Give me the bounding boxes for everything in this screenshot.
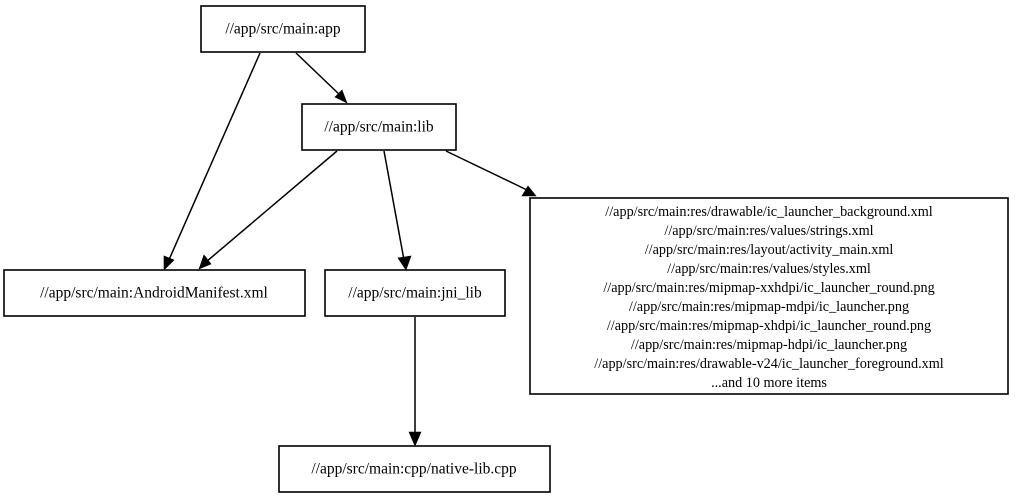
arrowhead-lib-to-resources [521, 185, 537, 197]
node-resources-line-5: //app/src/main:res/mipmap-xxhdpi/ic_laun… [603, 280, 934, 296]
node-app-label: //app/src/main:app [225, 21, 341, 38]
edge-lib-to-resources [445, 150, 537, 197]
edge-lib-to-manifest [198, 150, 338, 270]
node-jni-lib-box[interactable] [324, 269, 506, 317]
node-resources-line-6: //app/src/main:res/mipmap-mdpi/ic_launch… [629, 299, 909, 315]
node-native-lib-cpp-label: //app/src/main:cpp/native-lib.cpp [311, 461, 517, 478]
node-resources-line-2: //app/src/main:res/values/strings.xml [664, 223, 873, 239]
node-resources[interactable]: //app/src/main:res/drawable/ic_launcher_… [529, 197, 1009, 395]
arrowhead-app-to-manifest [163, 255, 175, 271]
node-app-box[interactable] [200, 5, 366, 53]
node-lib-box[interactable] [301, 103, 457, 151]
node-native-lib-cpp[interactable]: //app/src/main:cpp/native-lib.cpp [278, 445, 551, 493]
node-jni-lib-label: //app/src/main:jni_lib [348, 285, 482, 302]
node-native-lib-cpp-box[interactable] [278, 445, 551, 493]
node-resources-line-8: //app/src/main:res/mipmap-hdpi/ic_launch… [631, 337, 907, 353]
edge-line-lib-to-jni_lib [383, 150, 405, 261]
node-resources-line-3: //app/src/main:res/layout/activity_main.… [645, 242, 894, 258]
node-resources-line-9: //app/src/main:res/drawable-v24/ic_launc… [594, 356, 944, 372]
edge-jni_lib-to-native_lib [408, 317, 422, 447]
node-app[interactable]: //app/src/main:app [200, 5, 366, 53]
edge-app-to-manifest [163, 52, 261, 271]
edge-line-app-to-manifest [167, 52, 261, 263]
edge-line-app-to-lib [295, 52, 342, 97]
nodes-layer: //app/src/main:app //app/src/main:lib //… [3, 5, 1009, 493]
edge-lib-to-jni_lib [383, 150, 412, 271]
node-resources-line-4: //app/src/main:res/values/styles.xml [667, 261, 871, 277]
node-resources-line-1: //app/src/main:res/drawable/ic_launcher_… [605, 204, 932, 220]
node-lib-label: //app/src/main:lib [324, 119, 434, 136]
node-jni-lib[interactable]: //app/src/main:jni_lib [324, 269, 506, 317]
arrowhead-app-to-lib [334, 89, 348, 104]
arrowhead-lib-to-jni_lib [397, 255, 412, 271]
edges-layer [163, 52, 537, 447]
node-resources-box[interactable] [529, 197, 1009, 395]
edge-line-lib-to-manifest [205, 150, 338, 263]
arrowhead-jni_lib-to-native_lib [408, 431, 422, 447]
node-resources-line-10: ...and 10 more items [711, 375, 827, 391]
arrowhead-lib-to-manifest [198, 254, 212, 270]
node-androidmanifest-label: //app/src/main:AndroidManifest.xml [40, 285, 268, 302]
node-lib[interactable]: //app/src/main:lib [301, 103, 457, 151]
edge-app-to-lib [295, 52, 348, 104]
edge-line-lib-to-resources [445, 150, 528, 191]
node-resources-line-7: //app/src/main:res/mipmap-xhdpi/ic_launc… [607, 318, 931, 334]
node-androidmanifest[interactable]: //app/src/main:AndroidManifest.xml [3, 269, 306, 317]
node-androidmanifest-box[interactable] [3, 269, 306, 317]
